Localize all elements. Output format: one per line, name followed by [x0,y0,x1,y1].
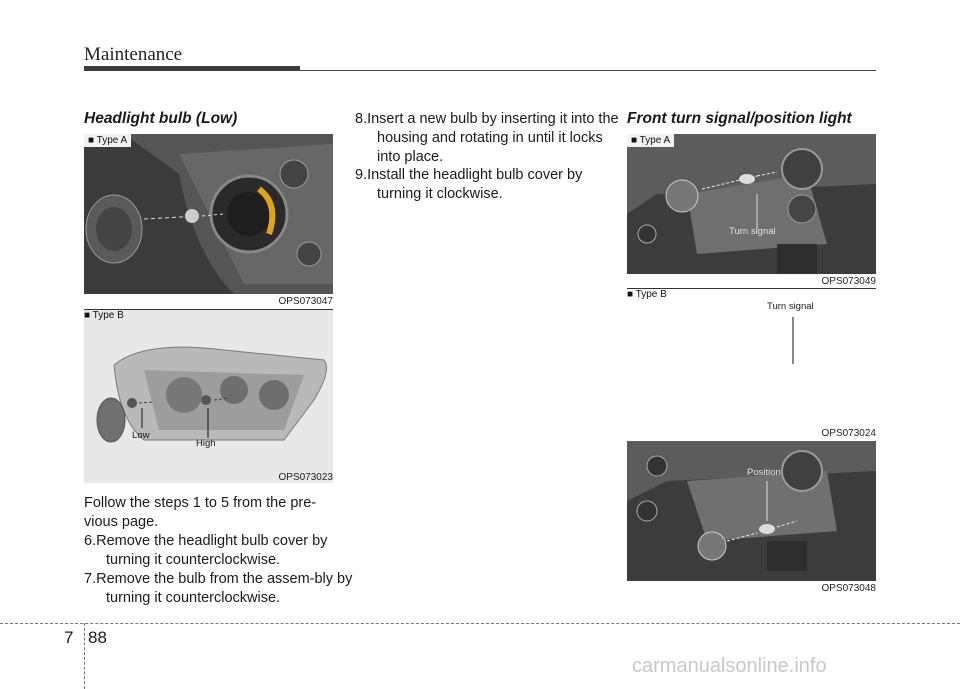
headlight-type-b-illustration [84,310,333,483]
header-title: Maintenance [84,44,183,65]
step-6: 6.Remove the headlight bulb cover by tur… [84,533,328,568]
figure-code-ops073024: OPS073024 [821,428,877,439]
type-b-label: ■ Type B [84,310,124,321]
type-a-label: ■ Type A [84,134,132,147]
turn-signal-type-a-figure: ■ Type A Turn signal [627,134,876,274]
turn-signal-type-b-illustration [627,289,876,439]
turn-signal-type-b-figure: ■ Type B Turn signal [627,289,876,439]
section-number: 7 [64,628,74,647]
page-number: 88 [88,628,107,647]
step-9: 9.Install the headlight bulb cover by tu… [355,167,583,202]
type-b-label: ■ Type B [627,289,667,300]
step-7: 7.Remove the bulb from the assem-bly by … [84,571,353,606]
position-light-figure: Position [627,441,876,581]
callout-position: Position [747,467,781,478]
callout-turn-signal-a: Turn signal [729,226,776,237]
headlight-type-b-figure: ■ Type B Low High [84,310,333,483]
figure-divider [84,309,333,310]
figure-divider [627,288,876,289]
figure-code-ops073049: OPS073049 [821,276,877,287]
callout-high: High [196,438,216,449]
headlight-type-a-illustration [84,134,333,294]
section-heading-front-turn-signal: Front turn signal/position light [627,110,852,127]
figure-code-ops073047: OPS073047 [278,296,334,307]
turn-signal-type-a-illustration [627,134,876,274]
headlight-type-a-figure: ■ Type A [84,134,333,294]
figure-code-ops073048: OPS073048 [821,583,877,594]
intro-paragraph: Follow the steps 1 to 5 from the pre-vio… [84,495,317,530]
footer-divider [84,623,85,689]
position-light-illustration [627,441,876,581]
step-8: 8.Insert a new bulb by inserting it into… [355,111,619,165]
figure-code-ops073023: OPS073023 [278,472,334,483]
section-heading-headlight-low: Headlight bulb (Low) [84,110,238,127]
type-a-label: ■ Type A [627,134,675,147]
callout-turn-signal-b: Turn signal [767,301,814,312]
header-rule [84,70,876,71]
header-rule-thick [84,66,300,71]
footer-rule [0,623,960,624]
watermark: carmanualsonline.info [632,655,827,677]
callout-low: Low [132,430,150,441]
